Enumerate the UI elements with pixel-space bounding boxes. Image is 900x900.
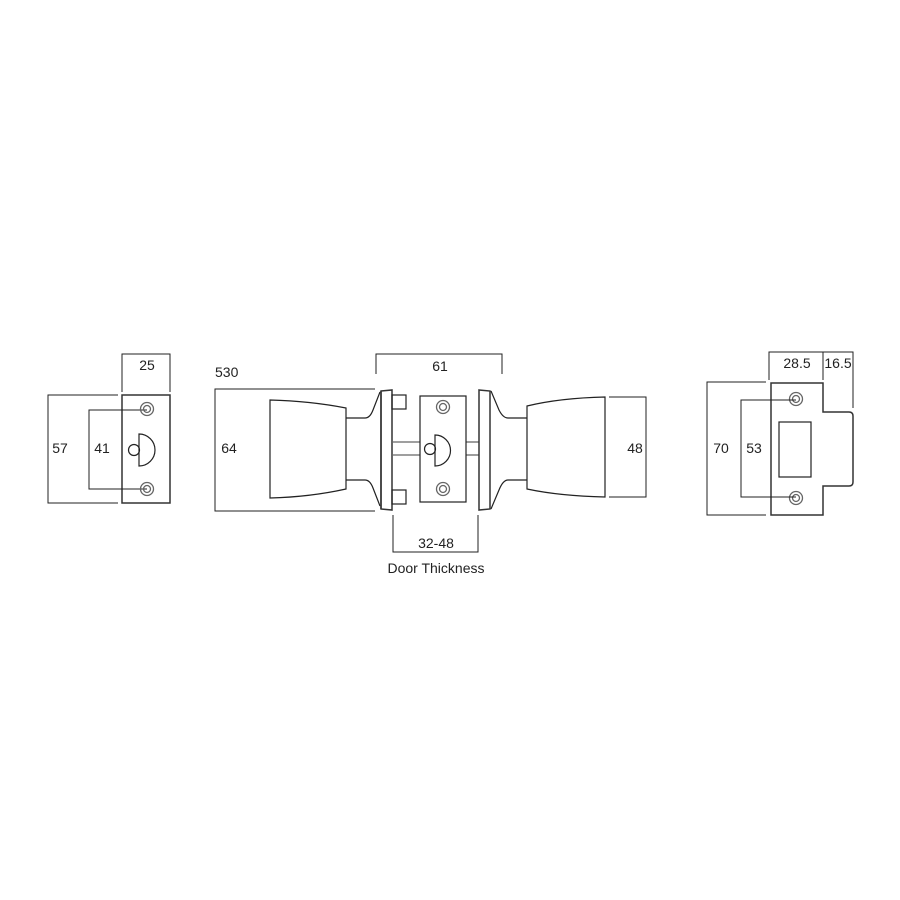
dimension-line-overall-length [375, 353, 503, 374]
dimension-label-width: 25 [139, 357, 155, 373]
dimension-label-rose-diameter: 64 [221, 440, 237, 456]
right-knob-neck [490, 390, 527, 419]
screw-hole-inner [438, 402, 448, 412]
strike-opening [778, 421, 812, 478]
dimension-label-hole-spacing: 53 [746, 440, 762, 456]
dimension-label-overall-length: 61 [432, 358, 448, 374]
left-knob [269, 399, 347, 499]
right-rose [478, 389, 491, 511]
screw-hole-icon [435, 481, 451, 497]
latch-bolt-icon [434, 434, 452, 467]
strike-plate [770, 382, 854, 516]
dimension-line-lip-width [823, 351, 854, 408]
dimension-label-projection: 530 [215, 364, 239, 380]
knob-assembly-view: 530 64 61 [214, 353, 647, 576]
door-thickness-caption: Door Thickness [387, 560, 484, 576]
screw-hole-icon [788, 490, 804, 506]
dimension-line-hole-spacing [740, 399, 796, 498]
screw-hole-inner [791, 394, 801, 404]
latch-bolt-icon [138, 433, 156, 467]
left-rose-tab [391, 394, 407, 410]
dimension-line-door-thickness [392, 515, 479, 553]
dimension-line-plate-width [768, 351, 824, 380]
latch-notch [423, 442, 437, 456]
dimension-line-height [47, 394, 118, 504]
dimension-line-width [121, 353, 171, 392]
dimension-label-height: 70 [713, 440, 729, 456]
screw-hole-inner [142, 404, 152, 414]
dimension-label-height: 57 [52, 440, 68, 456]
left-knob-neck [346, 391, 381, 419]
latch-notch [127, 443, 141, 457]
screw-hole-inner [142, 484, 152, 494]
strike-plate-view: 28.5 16.5 70 53 [706, 351, 854, 516]
left-rose [380, 389, 393, 511]
screw-hole-inner [791, 493, 801, 503]
dimension-label-hole-spacing: 41 [94, 440, 110, 456]
dimension-line-height [706, 381, 766, 516]
dimension-label-knob-diameter: 48 [627, 440, 643, 456]
right-knob [526, 396, 606, 498]
dimension-label-door-thickness: 32-48 [418, 535, 454, 551]
latch-faceplate-view: 25 57 41 [47, 353, 171, 504]
screw-hole-icon [788, 391, 804, 407]
screw-hole-icon [139, 401, 155, 417]
left-rose-tab [391, 489, 407, 505]
dimension-line-knob-diameter [609, 396, 647, 498]
dimension-label-plate-width: 28.5 [783, 355, 810, 371]
screw-hole-icon [435, 399, 451, 415]
dimension-label-lip-width: 16.5 [824, 355, 851, 371]
screw-hole-inner [438, 484, 448, 494]
screw-hole-icon [139, 481, 155, 497]
dimension-line-hole-spacing [88, 409, 147, 490]
latch-faceplate [121, 394, 171, 504]
right-knob-neck [490, 479, 527, 510]
left-knob-neck [346, 479, 381, 507]
center-latch-faceplate [419, 395, 467, 503]
dimension-line-rose-diameter [214, 388, 375, 512]
